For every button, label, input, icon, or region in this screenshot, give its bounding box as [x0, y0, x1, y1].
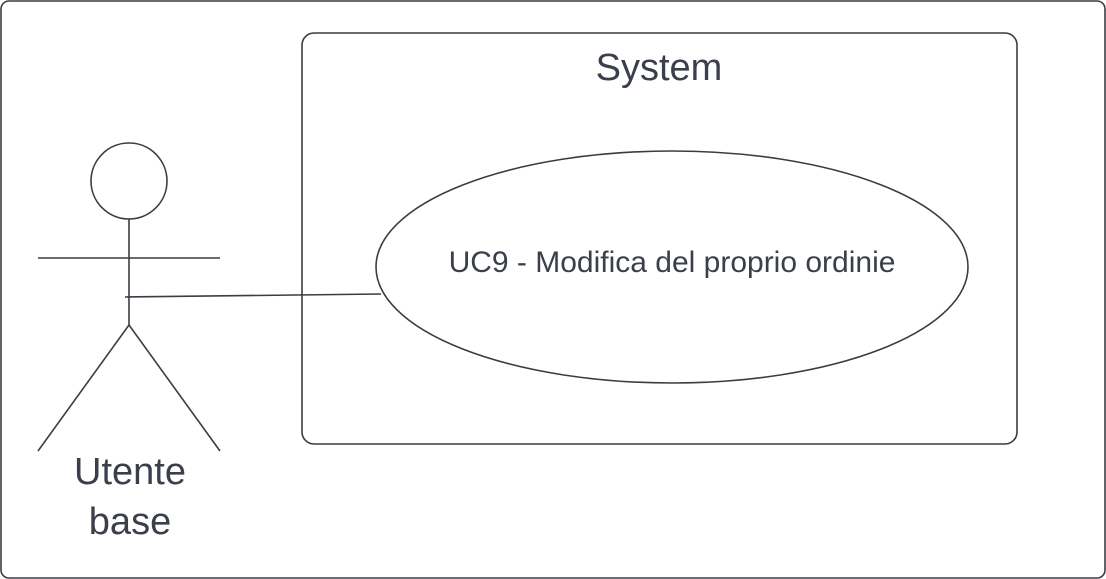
actor-right-leg [128, 324, 221, 452]
actor-name-line2: base [89, 501, 171, 543]
system-boundary: System [301, 32, 1018, 445]
actor: Utente base [37, 142, 221, 543]
system-boundary-title: System [596, 47, 723, 89]
use-case: UC9 - Modifica del proprio ordinie [375, 150, 969, 384]
use-case-label: UC9 - Modifica del proprio ordinie [449, 246, 896, 279]
actor-name-line1: Utente [74, 451, 186, 493]
use-case-ellipse [375, 150, 969, 384]
actor-left-leg [37, 324, 130, 452]
association-line [124, 293, 382, 298]
system-boundary-box [301, 32, 1018, 445]
